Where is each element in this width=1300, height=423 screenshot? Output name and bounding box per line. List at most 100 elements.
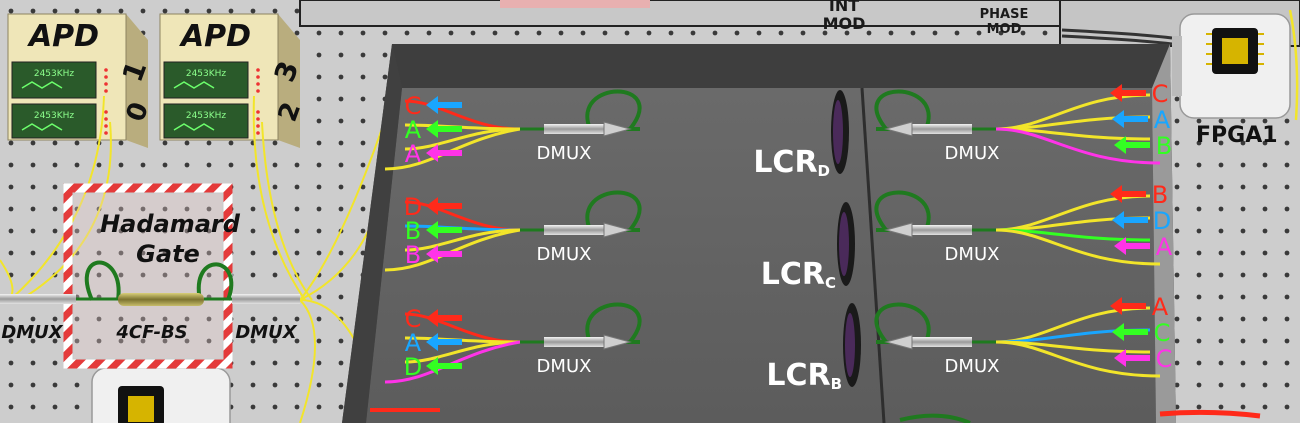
- indicator-led: [256, 131, 260, 135]
- dmux-left-group: CAA DMUX: [384, 89, 642, 171]
- dmux-label: DMUX: [537, 356, 592, 377]
- direction-arrow-icon: [1114, 349, 1150, 367]
- collimator-body: [912, 225, 972, 235]
- fpga-label: FPGA1: [1196, 123, 1278, 148]
- fiber: [995, 127, 1161, 165]
- hadamard-gate: [63, 183, 233, 369]
- direction-arrow-icon: [1112, 110, 1148, 128]
- fiber: [404, 228, 521, 252]
- indicator-led: [104, 68, 108, 72]
- indicator-led: [256, 110, 260, 114]
- fiber-loop: [874, 302, 931, 344]
- fiber-loop: [585, 190, 642, 232]
- apd-title: APD: [27, 19, 99, 54]
- apd-fibers: [0, 95, 386, 423]
- splitter-label: 4CF-BS: [115, 322, 187, 343]
- direction-arrow-icon: [426, 221, 462, 239]
- direction-arrow-icon: [426, 245, 462, 263]
- channel-label: B: [405, 217, 421, 245]
- apd-screen: [11, 61, 97, 99]
- dmux-left-group: DBB DMUX: [384, 190, 642, 272]
- indicator-led: [256, 68, 260, 72]
- indicator-led: [104, 131, 108, 135]
- indicator-led: [104, 124, 108, 128]
- collimator-body: [544, 337, 604, 347]
- indicator-led: [104, 110, 108, 114]
- fpga-chip-bottom: [91, 367, 231, 423]
- indicator-led: [256, 89, 260, 93]
- direction-arrow-icon: [426, 333, 462, 351]
- bottom-row-partial: [370, 408, 1261, 423]
- direction-arrow-icon: [426, 309, 462, 327]
- lcr-label: LCRB: [766, 358, 842, 393]
- collimator-tip: [603, 121, 632, 137]
- channel-label: A: [405, 140, 422, 168]
- phase-mod-label-line1: PHASE: [980, 7, 1029, 22]
- collimator-body: [544, 124, 604, 134]
- lcr-label: LCRC: [761, 257, 836, 292]
- signal-trace-icon: [21, 123, 63, 131]
- indicator-led: [256, 117, 260, 121]
- indicator-led: [256, 124, 260, 128]
- indicator-led: [104, 82, 108, 86]
- apd-screen: [163, 103, 249, 139]
- channel-label: C: [405, 92, 422, 120]
- apd-screen: [163, 61, 249, 99]
- fiber: [995, 228, 1161, 266]
- collimator-body: [912, 124, 972, 134]
- direction-arrow-icon: [1110, 297, 1146, 315]
- channel-label: A: [405, 329, 422, 357]
- collimator-body: [912, 337, 972, 347]
- channel-label: C: [1152, 80, 1169, 108]
- direction-arrow-icon: [426, 120, 462, 138]
- lcr-window: [833, 100, 843, 164]
- int-mod-label-line1: INT: [829, 0, 859, 15]
- splitter-line: [0, 260, 300, 306]
- fiber: [404, 127, 521, 151]
- signal-trace-icon: [21, 81, 63, 89]
- int-mod-label-line2: MOD: [823, 14, 866, 33]
- fiber-loop: [874, 89, 931, 131]
- channel-label: A: [405, 116, 422, 144]
- direction-arrow-icon: [426, 96, 462, 114]
- channel-label: B: [1152, 181, 1168, 209]
- dmux-label: DMUX: [537, 244, 592, 265]
- direction-arrow-icon: [1114, 237, 1150, 255]
- channel-label: D: [404, 193, 422, 221]
- fiber: [404, 340, 521, 364]
- channel-label: A: [1156, 233, 1173, 261]
- dmux-label: DMUX: [945, 356, 1000, 377]
- lcr-window: [839, 212, 849, 276]
- lcr-cell: LCRD: [753, 90, 849, 180]
- dmux-label: DMUX: [945, 143, 1000, 164]
- indicator-led: [256, 82, 260, 86]
- apd-readout: 2453KHz: [34, 69, 75, 79]
- signal-trace-icon: [173, 81, 215, 89]
- lcr-subscript: C: [825, 274, 836, 292]
- apd-readout: 2453KHz: [186, 111, 227, 121]
- indicator-led: [104, 75, 108, 79]
- lcr-cell: LCRB: [766, 303, 861, 393]
- phase-mod-label-line2: MOD: [987, 22, 1022, 37]
- dmux-label: DMUX: [945, 244, 1000, 265]
- lcr-cell: LCRC: [761, 202, 855, 292]
- apd-readout: 2453KHz: [34, 111, 75, 121]
- direction-arrow-icon: [1112, 211, 1148, 229]
- apd-title: APD: [179, 19, 251, 54]
- direction-arrow-icon: [426, 197, 462, 215]
- dmux-label: DMUX: [537, 143, 592, 164]
- collimator-tip: [884, 334, 913, 350]
- fiber: [995, 340, 1161, 378]
- dmux-outer-left: DMUX: [1, 322, 63, 343]
- collimator-tip: [603, 222, 632, 238]
- indicator-led: [104, 117, 108, 121]
- channel-label: B: [405, 241, 421, 269]
- direction-arrow-icon: [1110, 84, 1146, 102]
- direction-arrow-icon: [1110, 185, 1146, 203]
